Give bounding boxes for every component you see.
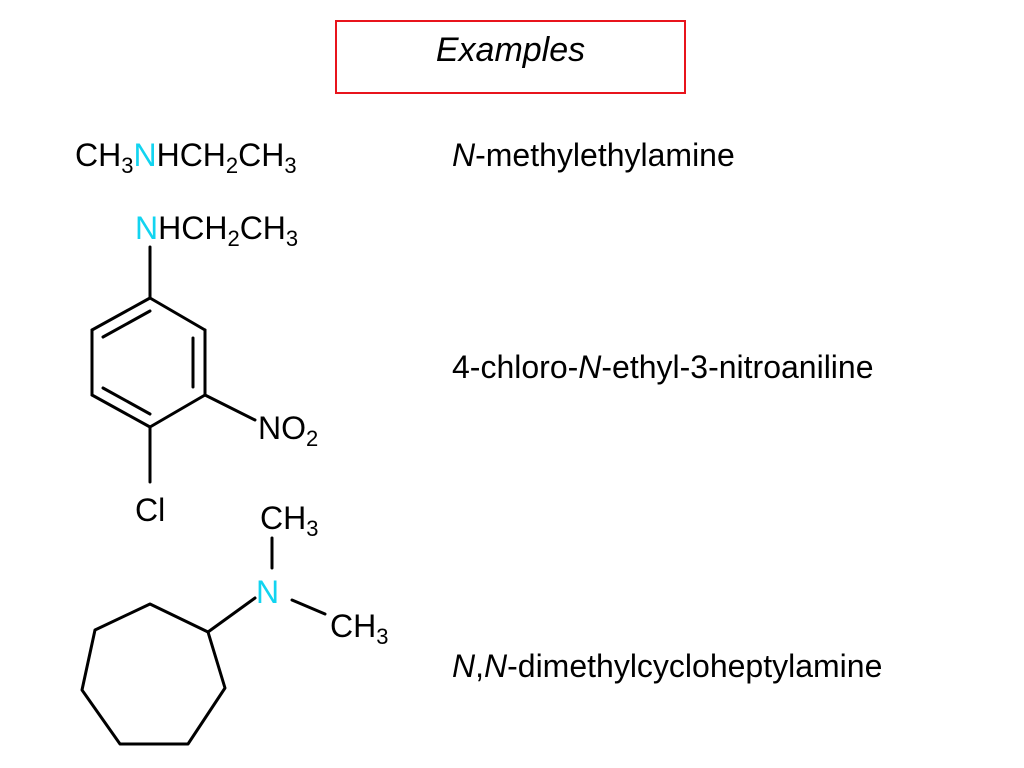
page-title: Examples	[435, 31, 586, 69]
name-text: -methylethylamine	[475, 137, 735, 173]
italic-n: N	[484, 648, 508, 684]
formula-text: HCH	[156, 137, 226, 173]
ring-bond-bottom-right	[148, 393, 207, 429]
bond-ring-to-nitro	[203, 393, 257, 422]
compound-name-1: N-methylethylamine	[452, 135, 735, 175]
title-box: Examples	[335, 20, 686, 94]
formula-text: CH	[238, 137, 285, 173]
formula-text: CH	[75, 137, 122, 173]
top-methyl-label: CH3	[260, 498, 319, 541]
ring-double-top-left	[101, 309, 152, 339]
nitrogen-atom: N	[133, 137, 157, 173]
bond-ring-to-n	[206, 596, 257, 634]
formula-subscript: 3	[284, 153, 297, 178]
name-text: -ethyl-3-nitroaniline	[601, 349, 874, 385]
bond-n-to-right-methyl	[290, 598, 327, 616]
formula-subscript: 3	[306, 516, 319, 541]
formula-text: CH	[330, 608, 377, 644]
formula-methylethylamine: CH3NHCH2CH3	[75, 135, 297, 178]
nitro-group-label: NO2	[258, 408, 319, 451]
formula-subscript: 3	[285, 226, 299, 251]
formula-subscript: 2	[225, 153, 239, 178]
ring-bond-bottom-left	[90, 393, 152, 429]
ring-bond-top-right	[148, 296, 207, 332]
formula-text: CH	[239, 210, 286, 246]
cycloheptane-ring	[80, 602, 227, 746]
formula-subscript: 3	[376, 624, 389, 649]
nitrogen-atom: N	[256, 574, 280, 610]
substituent-nhch2ch3: NHCH2CH3	[135, 208, 299, 251]
ring-bond-top-left	[90, 296, 152, 332]
name-text: 4-chloro-	[452, 349, 579, 385]
formula-text: CH	[260, 500, 307, 536]
formula-subscript: 2	[227, 226, 240, 251]
formula-subscript: 3	[121, 153, 134, 178]
compound-name-2: 4-chloro-N-ethyl-3-nitroaniline	[452, 347, 874, 387]
right-methyl-label: CH3	[330, 606, 389, 649]
nitrogen-atom: N	[135, 210, 159, 246]
name-text: -dimethylcycloheptylamine	[507, 648, 883, 684]
italic-n: N	[452, 648, 476, 684]
formula-subscript: 2	[306, 426, 319, 451]
name-text: ,	[475, 648, 484, 684]
compound-name-3: N,N-dimethylcycloheptylamine	[452, 646, 882, 686]
ring-double-bottom-left	[101, 386, 152, 416]
formula-text: HCH	[158, 210, 228, 246]
chloro-label: Cl	[135, 492, 166, 528]
formula-text: NO	[258, 410, 306, 446]
italic-n: N	[452, 137, 476, 173]
italic-n: N	[578, 349, 602, 385]
